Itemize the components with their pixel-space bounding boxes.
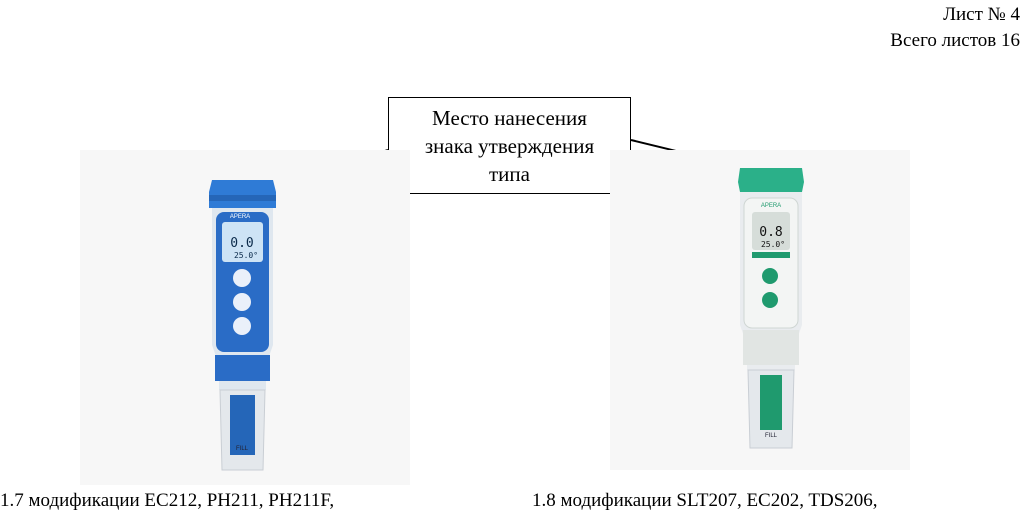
lcd-reading-left: 0.0 — [230, 236, 253, 251]
button-left-3 — [233, 317, 251, 335]
lcd-right — [752, 212, 790, 250]
lcd-temp-left: 25.0° — [234, 251, 258, 260]
caption-left: 1.7 модификации EC212, PH211, PH211F, — [0, 490, 335, 511]
cap-right — [738, 168, 804, 192]
lcd-reading-right: 0.8 — [759, 225, 782, 240]
button-right-2 — [762, 292, 778, 308]
callout-box: Место нанесения знака утверждения типа — [388, 97, 631, 194]
brand-left: APERA — [230, 214, 250, 220]
caption-right: 1.8 модификации SLT207, EC202, TDS206, — [532, 490, 878, 511]
button-left-2 — [233, 293, 251, 311]
probe-right — [760, 375, 782, 430]
sheet-total: Всего листов 16 — [890, 30, 1020, 51]
fill-label-right: FILL — [765, 433, 778, 439]
sheet-info: Лист № 4 Всего листов 16 — [890, 2, 1020, 54]
probe-left — [230, 395, 255, 455]
sheet-number: Лист № 4 — [943, 4, 1020, 25]
device-image-left: 0.0 25.0° APERA FILL — [80, 150, 410, 485]
callout-line-2: знака утверждения — [424, 134, 595, 158]
lcd-left — [222, 222, 263, 262]
callout-line-1: Место нанесения — [432, 106, 587, 130]
lcd-temp-right: 25.0° — [761, 240, 785, 249]
callout-line-3: типа — [489, 162, 530, 186]
button-right-1 — [762, 268, 778, 284]
brand-right: APERA — [761, 203, 781, 209]
device-image-right: APERA 0.8 25.0° FILL — [610, 150, 910, 470]
fill-label-left: FILL — [236, 446, 249, 452]
cap-left — [209, 180, 276, 208]
button-left-1 — [233, 269, 251, 287]
